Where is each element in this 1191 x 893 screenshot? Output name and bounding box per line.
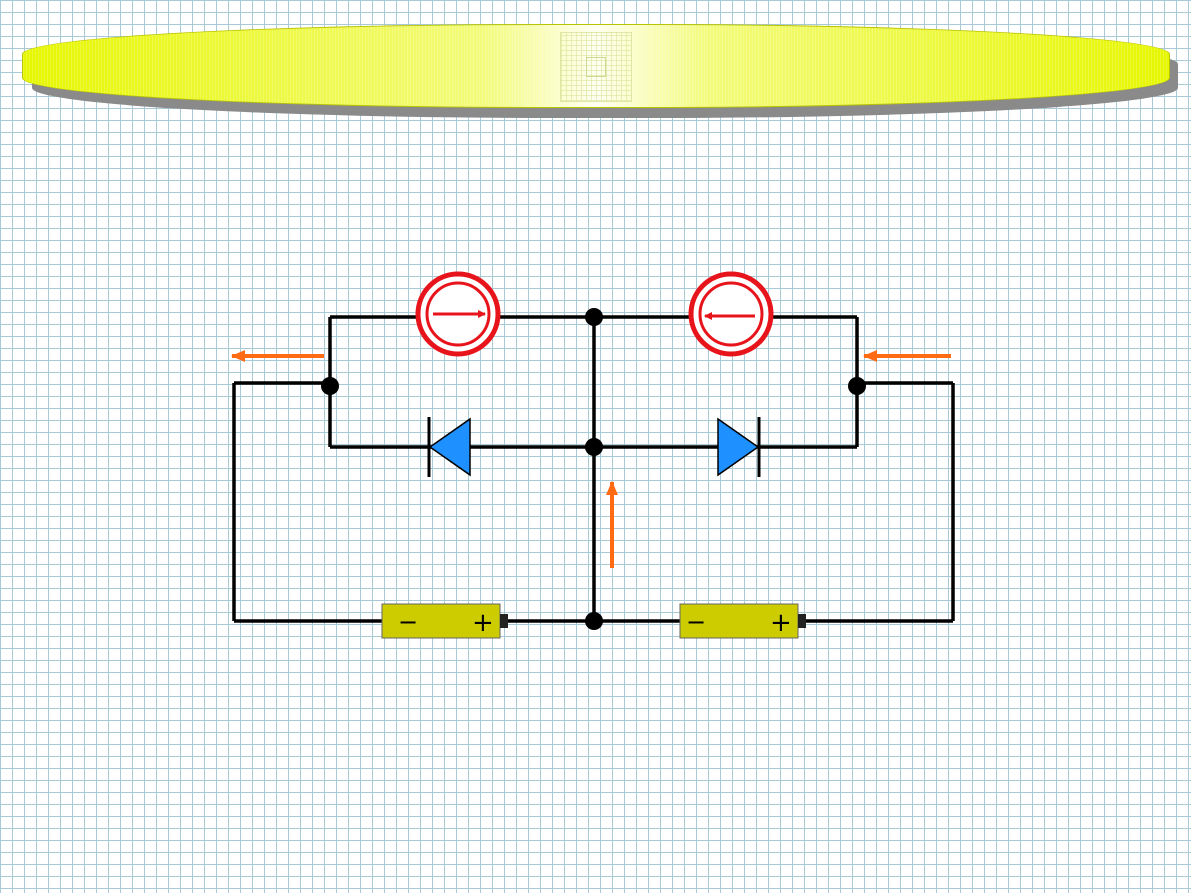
banner-emblem — [560, 32, 632, 102]
node-bottom-center — [585, 612, 603, 630]
diode-right — [717, 417, 761, 477]
junction-nodes — [321, 308, 866, 630]
battery-left: − + — [381, 603, 508, 639]
battery-right-plus: + — [770, 608, 792, 638]
node-top-center — [585, 308, 603, 326]
battery-right-minus: − — [686, 608, 706, 636]
node-right — [848, 377, 866, 395]
battery-left-minus: − — [398, 608, 418, 636]
ammeter-left — [415, 271, 501, 357]
battery-right: − + — [679, 603, 806, 639]
current-arrows — [231, 350, 951, 568]
wires — [232, 315, 955, 623]
node-middle-center — [585, 438, 603, 456]
battery-left-plus: + — [472, 608, 494, 638]
ammeter-right — [688, 271, 774, 357]
diode-left — [427, 417, 471, 477]
node-left — [321, 377, 339, 395]
